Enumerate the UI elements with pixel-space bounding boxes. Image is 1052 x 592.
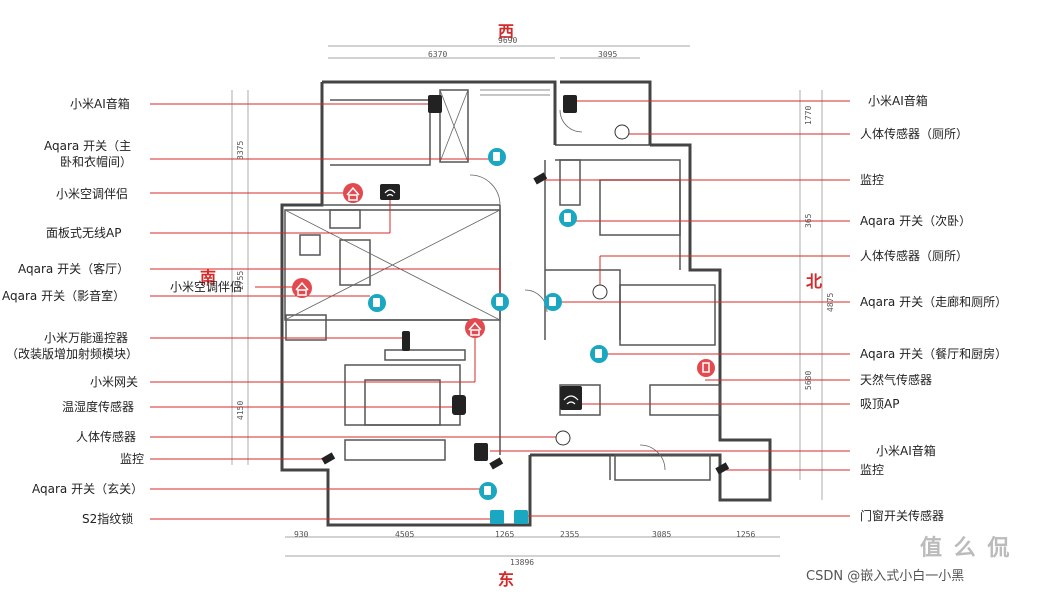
label-panel-wifi-ap: 面板式无线AP	[46, 226, 122, 240]
inner-walls	[284, 89, 721, 481]
motion-sensor-icons	[555, 124, 630, 446]
dim-right-total: 4875	[826, 292, 835, 312]
label-aqara-switch-second: Aqara 开关（次卧）	[860, 214, 972, 228]
watermark-site: 值 么 侃	[920, 536, 1012, 561]
lock-door-icons	[490, 510, 528, 524]
dark-device-icons	[380, 95, 582, 461]
label-aqara-switch-master-2: 卧和衣帽间）	[60, 155, 133, 169]
wifi-glyphs	[384, 189, 579, 405]
direction-south: 南	[200, 268, 217, 287]
camera-icons	[321, 172, 730, 475]
label-xiaomi-ir-remote-2: （改装版增加射频模块）	[6, 347, 139, 361]
dim-bottom-2: 1265	[495, 530, 515, 539]
dim-left-0: 3375	[236, 140, 245, 160]
label-xiaomi-ai-speaker-1: 小米AI音箱	[70, 97, 130, 111]
dimension-lines	[231, 45, 823, 557]
dim-bottom-3: 2355	[560, 530, 580, 539]
label-xiaomi-ai-speaker-3: 小米AI音箱	[876, 444, 936, 458]
dim-top-right: 3095	[598, 50, 618, 59]
dim-bottom-total: 13896	[510, 558, 535, 567]
label-aqara-switch-theater: Aqara 开关（影音室）	[2, 289, 126, 303]
right-leader-lines	[490, 100, 850, 517]
direction-west: 西	[498, 22, 515, 41]
label-motion-sensor-toilet-2: 人体传感器（厕所）	[860, 249, 969, 263]
outer-walls	[280, 80, 772, 527]
label-xiaomi-ac-partner-1: 小米空调伴侣	[56, 187, 129, 201]
label-aqara-switch-dining: Aqara 开关（餐厅和厨房）	[860, 347, 1008, 361]
watermark-csdn: CSDN @嵌入式小白一小黑	[806, 569, 965, 584]
direction-north: 北	[806, 272, 823, 291]
label-s2-lock: S2指纹锁	[82, 512, 134, 526]
red-home-icons	[292, 183, 715, 377]
home-glyphs	[295, 186, 710, 373]
dim-left-2: 4150	[236, 400, 245, 420]
label-motion-sensor-toilet-1: 人体传感器（厕所）	[860, 127, 969, 141]
label-xiaomi-ir-remote: 小米万能遥控器	[44, 331, 129, 345]
door-arcs	[469, 109, 666, 471]
label-xiaomi-gateway: 小米网关	[90, 375, 139, 389]
dim-bottom-1: 4505	[395, 530, 415, 539]
dim-right-2: 5680	[804, 370, 813, 390]
aqara-switch-glyphs	[373, 152, 602, 495]
dim-bottom-5: 1256	[736, 530, 756, 539]
dim-right-1: 365	[804, 213, 813, 228]
dim-bottom-0: 930	[294, 530, 309, 539]
hatching	[284, 89, 550, 321]
label-aqara-switch-living: Aqara 开关（客厅）	[18, 262, 130, 276]
label-camera-right-1: 监控	[860, 173, 885, 187]
label-door-sensor: 门窗开关传感器	[860, 509, 945, 523]
direction-east: 东	[498, 570, 515, 589]
label-camera-left: 监控	[120, 452, 145, 466]
label-xiaomi-ai-speaker-2: 小米AI音箱	[868, 94, 928, 108]
label-aqara-switch-entry: Aqara 开关（玄关）	[32, 482, 144, 496]
label-aqara-switch-master: Aqara 开关（主	[44, 139, 132, 153]
dim-right-0: 1770	[804, 105, 813, 125]
label-motion-sensor-left: 人体传感器	[76, 430, 137, 444]
dim-top-total: 9690	[498, 36, 518, 45]
label-gas-sensor: 天然气传感器	[860, 373, 933, 387]
dim-bottom-4: 3085	[652, 530, 672, 539]
label-temp-humidity-sensor: 温湿度传感器	[62, 400, 135, 414]
label-ceiling-ap: 吸顶AP	[860, 397, 900, 411]
left-leader-lines	[150, 103, 560, 520]
label-camera-right-2: 监控	[860, 463, 885, 477]
dim-top-left: 6370	[428, 50, 448, 59]
label-ac-partner-inner: 小米空调伴侣	[170, 280, 243, 294]
label-aqara-switch-hall: Aqara 开关（走廊和厕所）	[860, 295, 1008, 309]
